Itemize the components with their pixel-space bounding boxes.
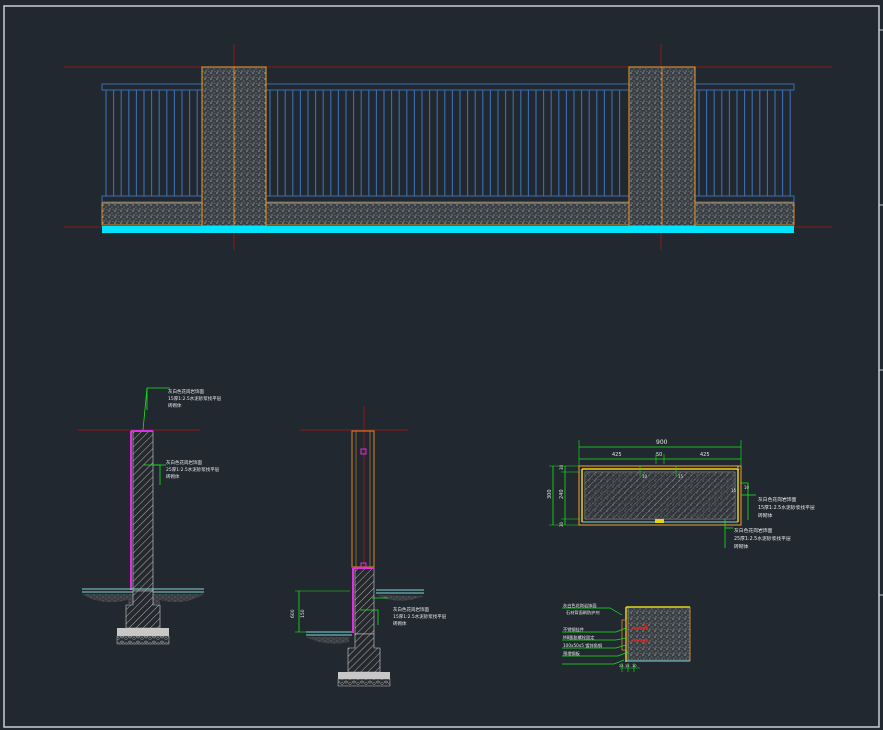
note-text: 砖砌体: [166, 473, 180, 480]
dimension-text: 15: [625, 664, 630, 668]
note-text: 石材背面刷防护剂: [566, 609, 600, 616]
plan-outline: [578, 465, 742, 526]
soil-fill: [306, 637, 349, 644]
dimension-text: 425: [700, 452, 710, 458]
wall-core: [354, 567, 375, 635]
dimension-text: 150: [300, 609, 306, 618]
leader-line: [360, 609, 379, 625]
note-text: 25厚1:2.5水泥砂浆找平层: [734, 535, 791, 542]
anchor-bolt: [643, 623, 649, 629]
plinth-left: [101, 202, 203, 226]
note-text: 灰白色花岗岩饰面: [166, 459, 202, 466]
section-a: 灰白色花岗岩饰面 15厚1:2.5水泥砂浆找平层 砖砌体 灰白色花岗岩饰面 25…: [78, 387, 222, 645]
leader-line: [740, 482, 749, 520]
note-text: 100x50x5 镀锌角钢: [563, 642, 602, 649]
railing-pickets: [105, 90, 791, 196]
dimension-text: 25: [619, 664, 624, 668]
dimension-text: 30: [559, 521, 564, 527]
detail-block: [627, 606, 691, 662]
note-text: 灰白色花岗岩饰面: [734, 527, 773, 534]
note-text: 15厚1:2.5水泥砂浆找平层: [758, 504, 815, 511]
dimension-text: 10: [744, 485, 750, 490]
dimension-text: 10: [632, 664, 637, 668]
gravel-bed: [338, 672, 390, 679]
note-text: 25厚1:2.5水泥砂浆找平层: [166, 466, 220, 473]
note-text: 预埋钢板: [563, 650, 581, 657]
footing: [347, 633, 381, 673]
dimension-text: 15: [678, 474, 684, 479]
dimension-text: 10: [642, 474, 648, 479]
note-text: M8膨胀螺栓固定: [563, 634, 594, 641]
note-text: 砖砌体: [393, 620, 407, 627]
dimension-text: 240: [559, 489, 565, 499]
anchor-detail: 灰白色花岗岩饰面 石材背面刷防护剂 不锈钢挂件 M8膨胀螺栓固定 100x50x…: [562, 602, 691, 672]
section-b: 600 150 灰白色花岗岩饰面 15厚1:2.5水泥砂浆找平层 砖砌体: [290, 406, 447, 687]
dimension-text: 30: [559, 464, 564, 470]
dimension-text: 5: [737, 466, 740, 471]
dimension-text: 425: [612, 452, 622, 458]
note-text: 15厚1:2.5水泥砂浆找平层: [168, 395, 222, 402]
anchor-marker: [360, 448, 367, 455]
note-text: 灰白色花岗岩饰面: [563, 602, 597, 609]
dimension-text: 50: [656, 452, 662, 458]
fence-elevation: [64, 44, 832, 250]
dimension-text: 600: [290, 609, 296, 618]
note-text: 砖砌体: [758, 512, 773, 519]
drawing-frame: [3, 5, 880, 728]
note-text: 15厚1:2.5水泥砂浆找平层: [393, 613, 447, 620]
pier-column: [351, 430, 375, 568]
plinth-right: [694, 202, 795, 226]
note-text: 灰白色花岗岩饰面: [168, 388, 204, 395]
note-text: 砖砌体: [168, 402, 182, 409]
dimension-text: 900: [656, 439, 668, 446]
note-text: 不锈钢挂件: [563, 626, 584, 633]
ground-base: [102, 226, 794, 233]
dimension-text: 300: [547, 489, 553, 499]
gravel-bed: [117, 628, 169, 636]
plinth-center: [265, 202, 630, 226]
wall-core: [132, 430, 154, 592]
dimension-text: 15: [731, 488, 737, 493]
note-text: 砖砌体: [734, 543, 749, 550]
pier-plan: 900 425 50 425 300 240 30 30 10 15 15 10: [547, 439, 815, 550]
note-text: 灰白色花岗岩饰面: [758, 496, 797, 503]
note-text: 灰白色花岗岩饰面: [393, 606, 429, 613]
